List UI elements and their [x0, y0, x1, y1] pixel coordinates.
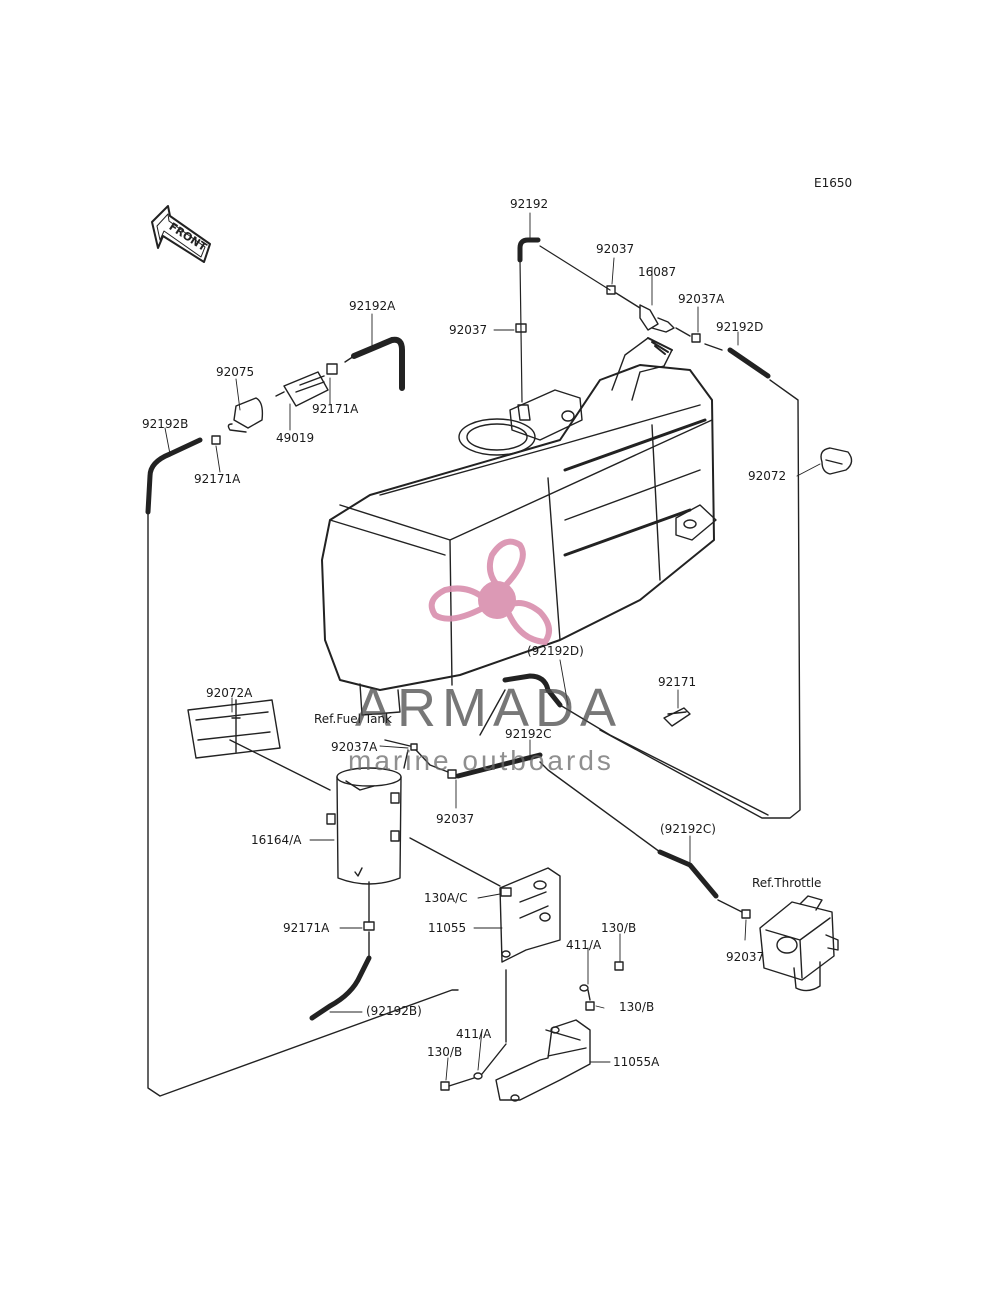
breather-hoses-top — [515, 237, 801, 819]
part-label-11055[interactable]: 11055 — [428, 921, 467, 935]
part-label-92072[interactable]: 92072 — [748, 469, 787, 483]
part-label-92037-left[interactable]: 92037 — [449, 323, 488, 337]
diagram-code: E1650 — [814, 176, 853, 190]
part-label-92171[interactable]: 92171 — [658, 675, 697, 689]
part-label-92037[interactable]: 92037 — [596, 242, 635, 256]
part-label-130ac[interactable]: 130A/C — [424, 891, 468, 905]
part-label-92037a[interactable]: 92037A — [678, 292, 725, 306]
ref-fuel-tank-label[interactable]: Ref.Fuel Tank — [314, 712, 392, 726]
part-label-130b-top[interactable]: 130/B — [601, 921, 637, 935]
part-label-92037a-mid[interactable]: 92037A — [331, 740, 378, 754]
part-label-16164a[interactable]: 16164/A — [251, 833, 302, 847]
leader-lines — [164, 212, 821, 1081]
part-label-92192[interactable]: 92192 — [510, 197, 549, 211]
part-label-49019[interactable]: 49019 — [276, 431, 315, 445]
part-label-92192a[interactable]: 92192A — [349, 299, 396, 313]
watermark-brand: ARMADA — [355, 678, 623, 738]
part-label-92192b[interactable]: 92192B — [142, 417, 189, 431]
part-label-92171a-lower[interactable]: 92171A — [283, 921, 330, 935]
canister-assembly — [187, 673, 769, 1021]
brackets — [440, 867, 624, 1102]
ref-throttle-label[interactable]: Ref.Throttle — [752, 876, 822, 890]
front-arrow-icon: FRONT — [151, 205, 211, 263]
part-label-92192b-paren[interactable]: (92192B) — [366, 1004, 422, 1018]
part-label-92037-right[interactable]: 92037 — [726, 950, 765, 964]
part-label-92171a-left[interactable]: 92171A — [194, 472, 241, 486]
part-label-130b-left[interactable]: 130/B — [427, 1045, 463, 1059]
part-label-92192c[interactable]: 92192C — [505, 727, 552, 741]
watermark-tagline: marine outboards — [348, 745, 614, 776]
part-label-92192d[interactable]: 92192D — [716, 320, 764, 334]
fuel-filter-assembly — [145, 336, 459, 1097]
part-label-92075[interactable]: 92075 — [216, 365, 255, 379]
clamp-92072 — [820, 447, 853, 475]
part-label-92037-mid[interactable]: 92037 — [436, 812, 475, 826]
part-label-92192c-right[interactable]: (92192C) — [660, 822, 716, 836]
part-label-411a-left[interactable]: 411/A — [456, 1027, 492, 1041]
part-label-11055a[interactable]: 11055A — [613, 1055, 660, 1069]
part-label-92171a-upper[interactable]: 92171A — [312, 402, 359, 416]
part-label-92192d-mid[interactable]: (92192D) — [527, 644, 584, 658]
fuel-tank — [321, 337, 717, 716]
part-label-16087[interactable]: 16087 — [638, 265, 677, 279]
part-label-130b-mid[interactable]: 130/B — [619, 1000, 655, 1014]
part-label-411a-right[interactable]: 411/A — [566, 938, 602, 952]
part-label-92072a[interactable]: 92072A — [206, 686, 253, 700]
armada-logo-icon — [428, 538, 552, 646]
throttle-body — [759, 895, 839, 992]
